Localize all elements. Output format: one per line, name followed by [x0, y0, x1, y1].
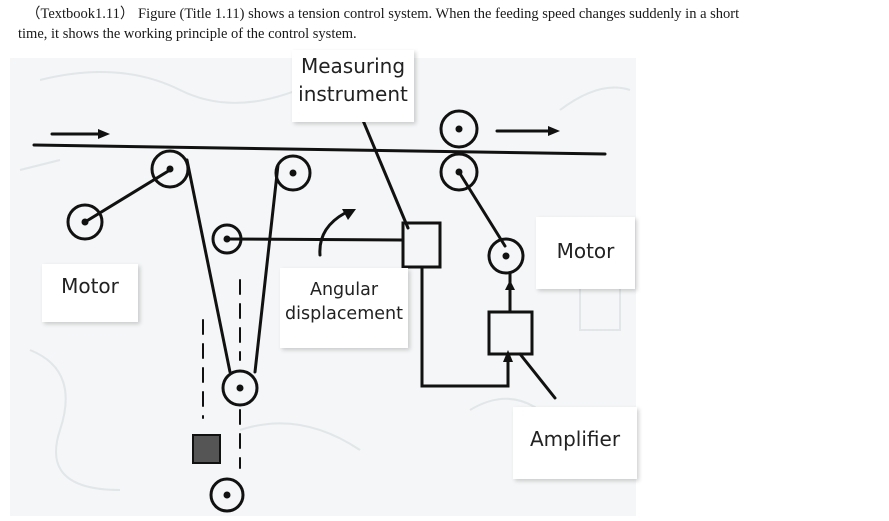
signal-wire	[420, 265, 510, 388]
angular-line-2: displacement	[285, 304, 403, 324]
roller-2-hub	[289, 169, 297, 177]
question-line-2: time, it shows the working principle of …	[18, 26, 357, 42]
motor-right-hub	[502, 252, 510, 260]
label-motor-left: Motor	[42, 264, 138, 322]
pivot-hub	[223, 235, 231, 243]
measuring-line-2: instrument	[298, 82, 408, 106]
motor-signal-arrowhead	[505, 280, 515, 290]
label-amplifier: Amplifier	[513, 407, 637, 479]
bottom-pulley	[209, 477, 245, 513]
bottom-pulley-hub	[223, 491, 231, 499]
dancer-roller	[221, 369, 259, 407]
strip-up	[253, 163, 280, 374]
pinch-roller-top	[439, 109, 479, 149]
pinch-top-hub	[455, 125, 463, 133]
question-line-1: （Textbook1.11） Figure (Title 1.11) shows…	[26, 6, 740, 22]
motor-right-text: Motor	[556, 239, 615, 263]
amplifier-pointer	[518, 352, 557, 400]
angular-line-1: Angular	[309, 280, 379, 300]
motor-pulley-left	[66, 203, 104, 241]
dancer-hub	[236, 384, 244, 392]
motor-pulley-right	[487, 237, 525, 275]
question-text: （Textbook1.11） Figure (Title 1.11) shows…	[18, 4, 878, 44]
roller-1-hub	[166, 165, 174, 173]
background-texture	[19, 71, 631, 491]
input-arrowhead	[98, 129, 110, 139]
measuring-line-1: Measuring	[300, 54, 406, 78]
motor-right-link	[457, 170, 507, 248]
label-measuring-instrument: Measuring instrument	[292, 50, 414, 122]
strip-line	[32, 143, 607, 156]
label-motor-right: Motor	[536, 217, 635, 289]
output-arrowhead	[548, 126, 560, 136]
pinch-bottom-hub	[455, 168, 463, 176]
motor-left-hub	[81, 218, 89, 226]
tension-control-diagram: Measuring instrument Motor Motor Angular…	[0, 50, 650, 516]
label-angular-displacement: Angular displacement	[280, 268, 408, 348]
angular-arrowhead	[342, 209, 356, 220]
angular-arrow	[318, 211, 347, 257]
strip-down	[185, 158, 232, 374]
pivot-arm	[225, 237, 404, 242]
tension-weight	[192, 434, 221, 464]
pinch-roller-bottom	[439, 152, 479, 192]
measuring-pointer	[360, 116, 410, 230]
amplifier-signal-arrowhead	[503, 350, 513, 362]
motor-left-text: Motor	[61, 274, 119, 298]
amplifier-text: Amplifier	[529, 427, 621, 451]
